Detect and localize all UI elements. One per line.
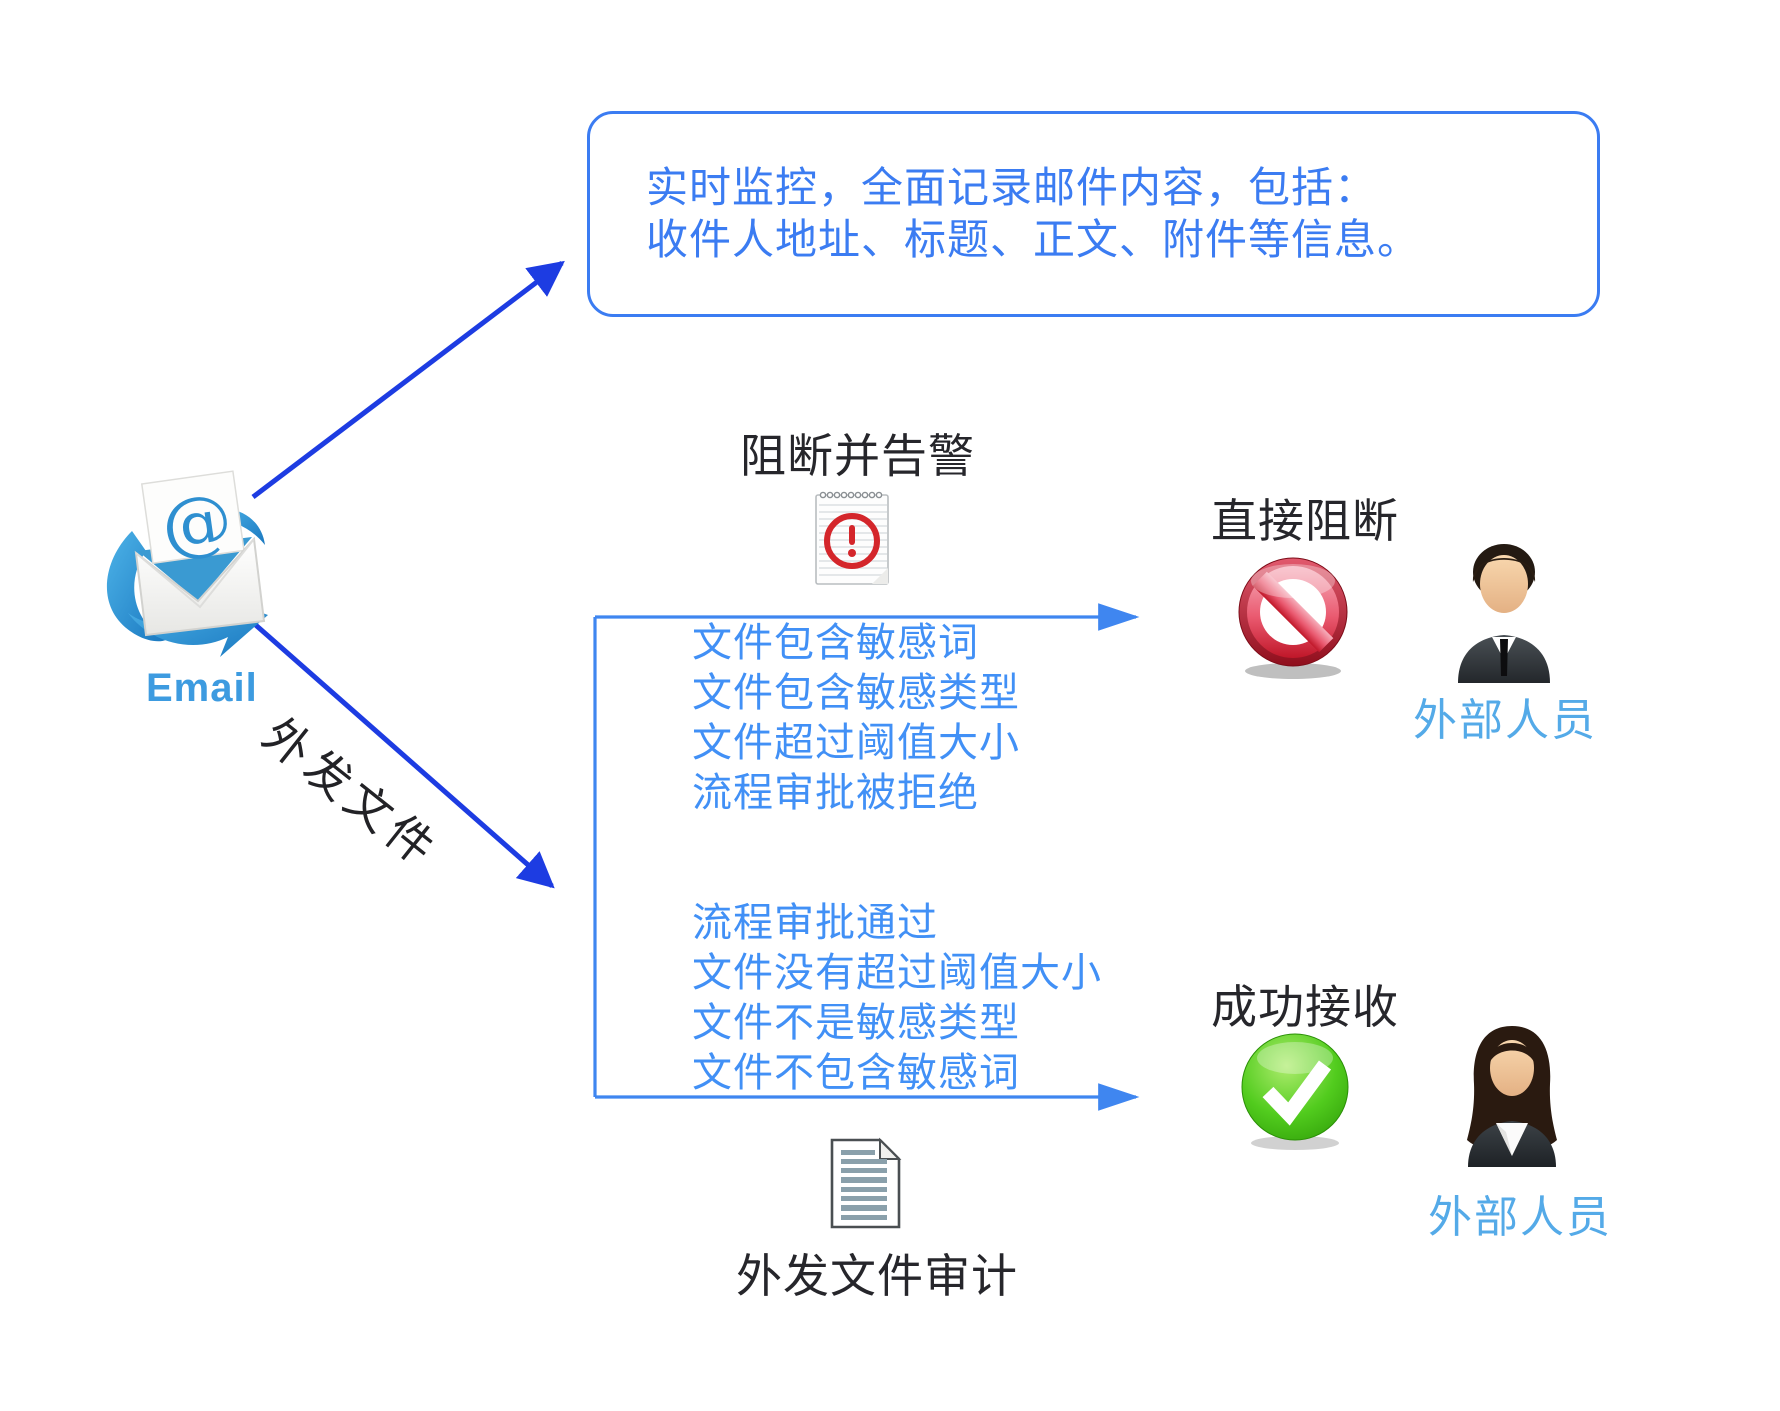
- audit-label: 外发文件审计: [736, 1250, 1018, 1302]
- businessman-icon: [1458, 544, 1550, 683]
- businesswoman-icon: [1467, 1026, 1557, 1167]
- email-envelope-icon: @: [106, 470, 268, 657]
- external-user-label-block: 外部人员: [1413, 696, 1597, 745]
- pass-conditions-list: 流程审批通过 文件没有超过阈值大小 文件不是敏感类型 文件不包含敏感词: [692, 898, 1102, 1098]
- block-condition: 文件超过阈值大小: [692, 721, 1020, 765]
- block-conditions-list: 文件包含敏感词 文件包含敏感类型 文件超过阈值大小 流程审批被拒绝: [692, 618, 1020, 818]
- monitor-line-1: 实时监控，全面记录邮件内容，包括：: [646, 164, 1378, 211]
- email-label: Email: [146, 666, 258, 710]
- pass-condition: 文件不是敏感类型: [692, 1001, 1020, 1045]
- pass-condition: 文件不包含敏感词: [692, 1051, 1020, 1095]
- svg-text:@: @: [156, 477, 237, 568]
- monitor-line-2: 收件人地址、标题、正文、附件等信息。: [646, 216, 1421, 263]
- block-condition: 流程审批被拒绝: [692, 771, 979, 815]
- pass-condition: 流程审批通过: [692, 901, 938, 945]
- pass-condition: 文件没有超过阈值大小: [692, 951, 1102, 995]
- block-alert-title: 阻断并告警: [740, 430, 975, 482]
- external-user-label-success: 外部人员: [1428, 1193, 1612, 1242]
- success-title: 成功接收: [1211, 981, 1399, 1033]
- green-check-icon: [1241, 1033, 1349, 1150]
- document-icon: [830, 1137, 902, 1229]
- direct-block-title: 直接阻断: [1211, 495, 1399, 547]
- block-condition: 文件包含敏感类型: [692, 671, 1020, 715]
- block-condition: 文件包含敏感词: [692, 621, 979, 665]
- prohibition-icon: [1238, 557, 1348, 679]
- monitor-info-box: 实时监控，全面记录邮件内容，包括： 收件人地址、标题、正文、附件等信息。: [587, 111, 1600, 317]
- notepad-exclamation-icon: [815, 491, 889, 585]
